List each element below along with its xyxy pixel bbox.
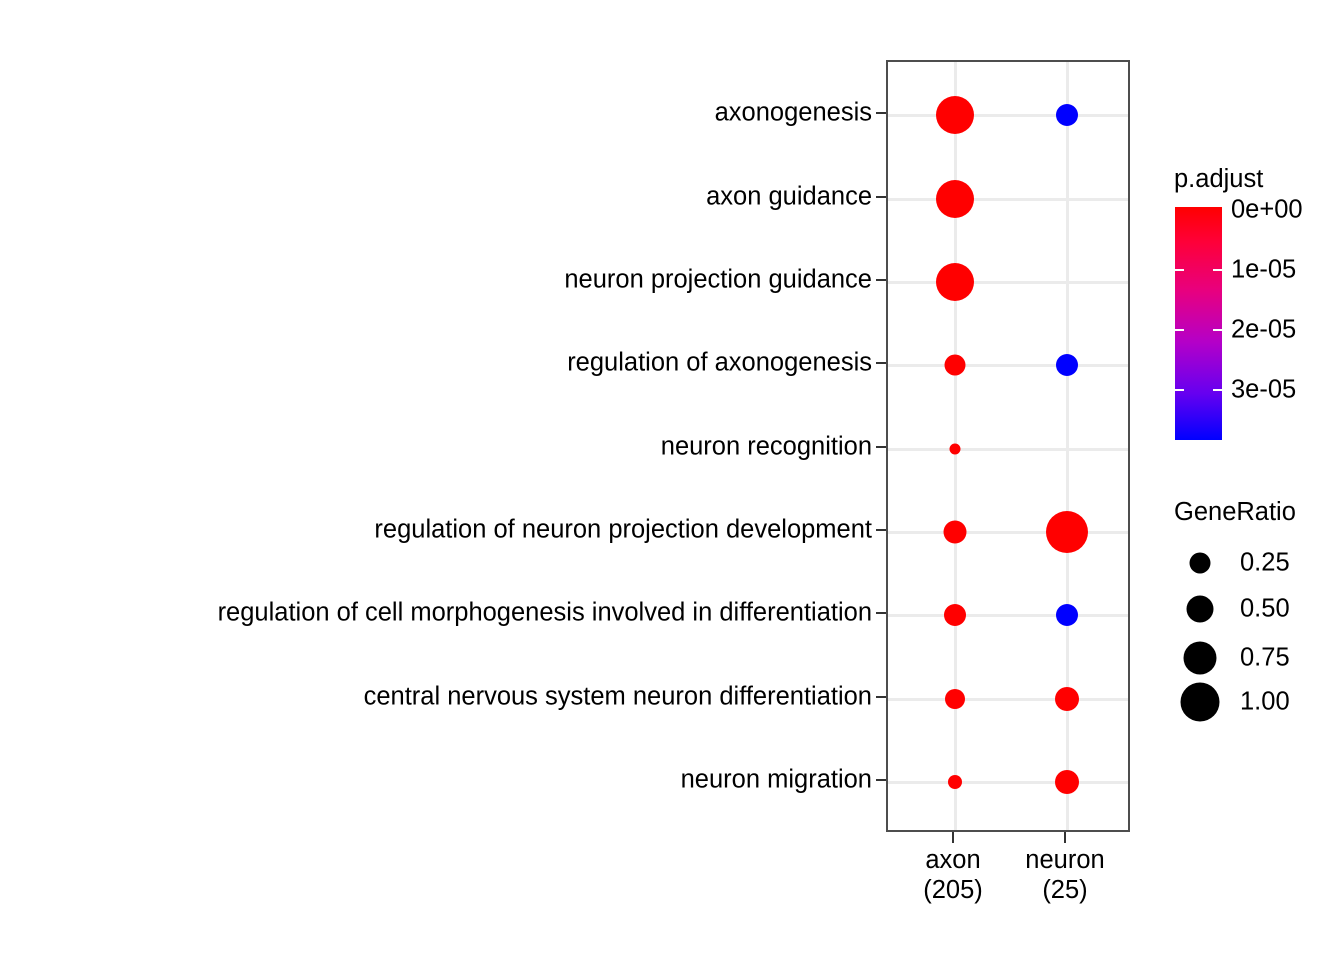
y-axis-tick <box>876 612 886 614</box>
gridline-horizontal <box>888 780 1128 784</box>
colorbar-tick-right <box>1213 329 1222 331</box>
data-point[interactable] <box>1055 687 1079 711</box>
generatio-legend-label: 0.75 <box>1240 643 1290 672</box>
colorbar-tick-label: 0e+00 <box>1231 195 1303 224</box>
x-axis-tick-label: axon(205) <box>923 846 983 906</box>
y-axis-tick <box>876 112 886 114</box>
data-point[interactable] <box>943 520 967 544</box>
data-point[interactable] <box>1056 604 1078 626</box>
gridline-horizontal <box>888 363 1128 367</box>
generatio-legend-dot[interactable] <box>1189 552 1211 574</box>
generatio-legend-dot[interactable] <box>1183 641 1217 675</box>
y-axis-tick <box>876 279 886 281</box>
colorbar-tick-left <box>1175 269 1184 271</box>
y-axis-tick-label: regulation of cell morphogenesis involve… <box>217 598 872 627</box>
gridline-horizontal <box>888 113 1128 117</box>
plot-panel <box>886 60 1130 832</box>
y-axis-tick <box>876 446 886 448</box>
gridline-horizontal <box>888 197 1128 201</box>
gridline-horizontal <box>888 280 1128 284</box>
legend-generatio-title: GeneRatio <box>1174 498 1296 526</box>
y-axis-tick-label: central nervous system neuron differenti… <box>363 682 872 711</box>
y-axis-tick <box>876 362 886 364</box>
x-axis-label-count: (205) <box>923 875 983 904</box>
x-axis-label-name: neuron <box>1025 846 1105 874</box>
generatio-legend-dot[interactable] <box>1180 682 1220 722</box>
padjust-colorbar <box>1175 207 1222 440</box>
data-point[interactable] <box>949 443 961 455</box>
y-axis-tick <box>876 696 886 698</box>
y-axis-tick-label: regulation of neuron projection developm… <box>374 515 872 544</box>
data-point[interactable] <box>936 96 974 134</box>
data-point[interactable] <box>1056 104 1078 126</box>
y-axis-tick-label: axon guidance <box>706 182 872 211</box>
data-point[interactable] <box>1056 354 1078 376</box>
generatio-legend-label: 0.50 <box>1240 594 1290 623</box>
gridline-horizontal <box>888 697 1128 701</box>
x-axis-label-count: (25) <box>1042 875 1088 904</box>
colorbar-tick-right <box>1213 389 1222 391</box>
gridline-vertical <box>1065 62 1069 830</box>
data-point[interactable] <box>1046 511 1088 553</box>
gridline-horizontal <box>888 447 1128 451</box>
data-point[interactable] <box>945 689 965 709</box>
generatio-legend-dot[interactable] <box>1186 595 1214 623</box>
y-axis-tick <box>876 196 886 198</box>
colorbar-tick-right <box>1213 269 1222 271</box>
y-axis-tick <box>876 529 886 531</box>
gridline-horizontal <box>888 613 1128 617</box>
y-axis-tick-label: neuron projection guidance <box>564 265 872 294</box>
colorbar-tick-label: 2e-05 <box>1231 315 1297 344</box>
data-point[interactable] <box>936 180 974 218</box>
x-axis-tick-label: neuron(25) <box>1025 846 1104 906</box>
y-axis-tick <box>876 779 886 781</box>
legend-padjust-title: p.adjust <box>1174 165 1264 193</box>
y-axis-tick-label: neuron migration <box>680 765 872 794</box>
data-point[interactable] <box>944 354 966 376</box>
x-axis-tick <box>952 832 954 843</box>
gridline-horizontal <box>888 530 1128 534</box>
y-axis-tick-label: axonogenesis <box>714 98 872 127</box>
colorbar-tick-left <box>1175 389 1184 391</box>
data-point[interactable] <box>1055 770 1079 794</box>
generatio-legend-label: 0.25 <box>1240 548 1290 577</box>
x-axis-tick <box>1064 832 1066 843</box>
colorbar-tick-left <box>1175 329 1184 331</box>
y-axis-tick-label: neuron recognition <box>660 432 872 461</box>
generatio-legend-label: 1.00 <box>1240 687 1290 716</box>
data-point[interactable] <box>944 604 966 626</box>
data-point[interactable] <box>948 775 962 789</box>
colorbar-tick-label: 1e-05 <box>1231 255 1297 284</box>
x-axis-label-name: axon <box>925 846 981 874</box>
y-axis-tick-label: regulation of axonogenesis <box>567 348 872 377</box>
data-point[interactable] <box>936 263 974 301</box>
colorbar-tick-label: 3e-05 <box>1231 375 1297 404</box>
